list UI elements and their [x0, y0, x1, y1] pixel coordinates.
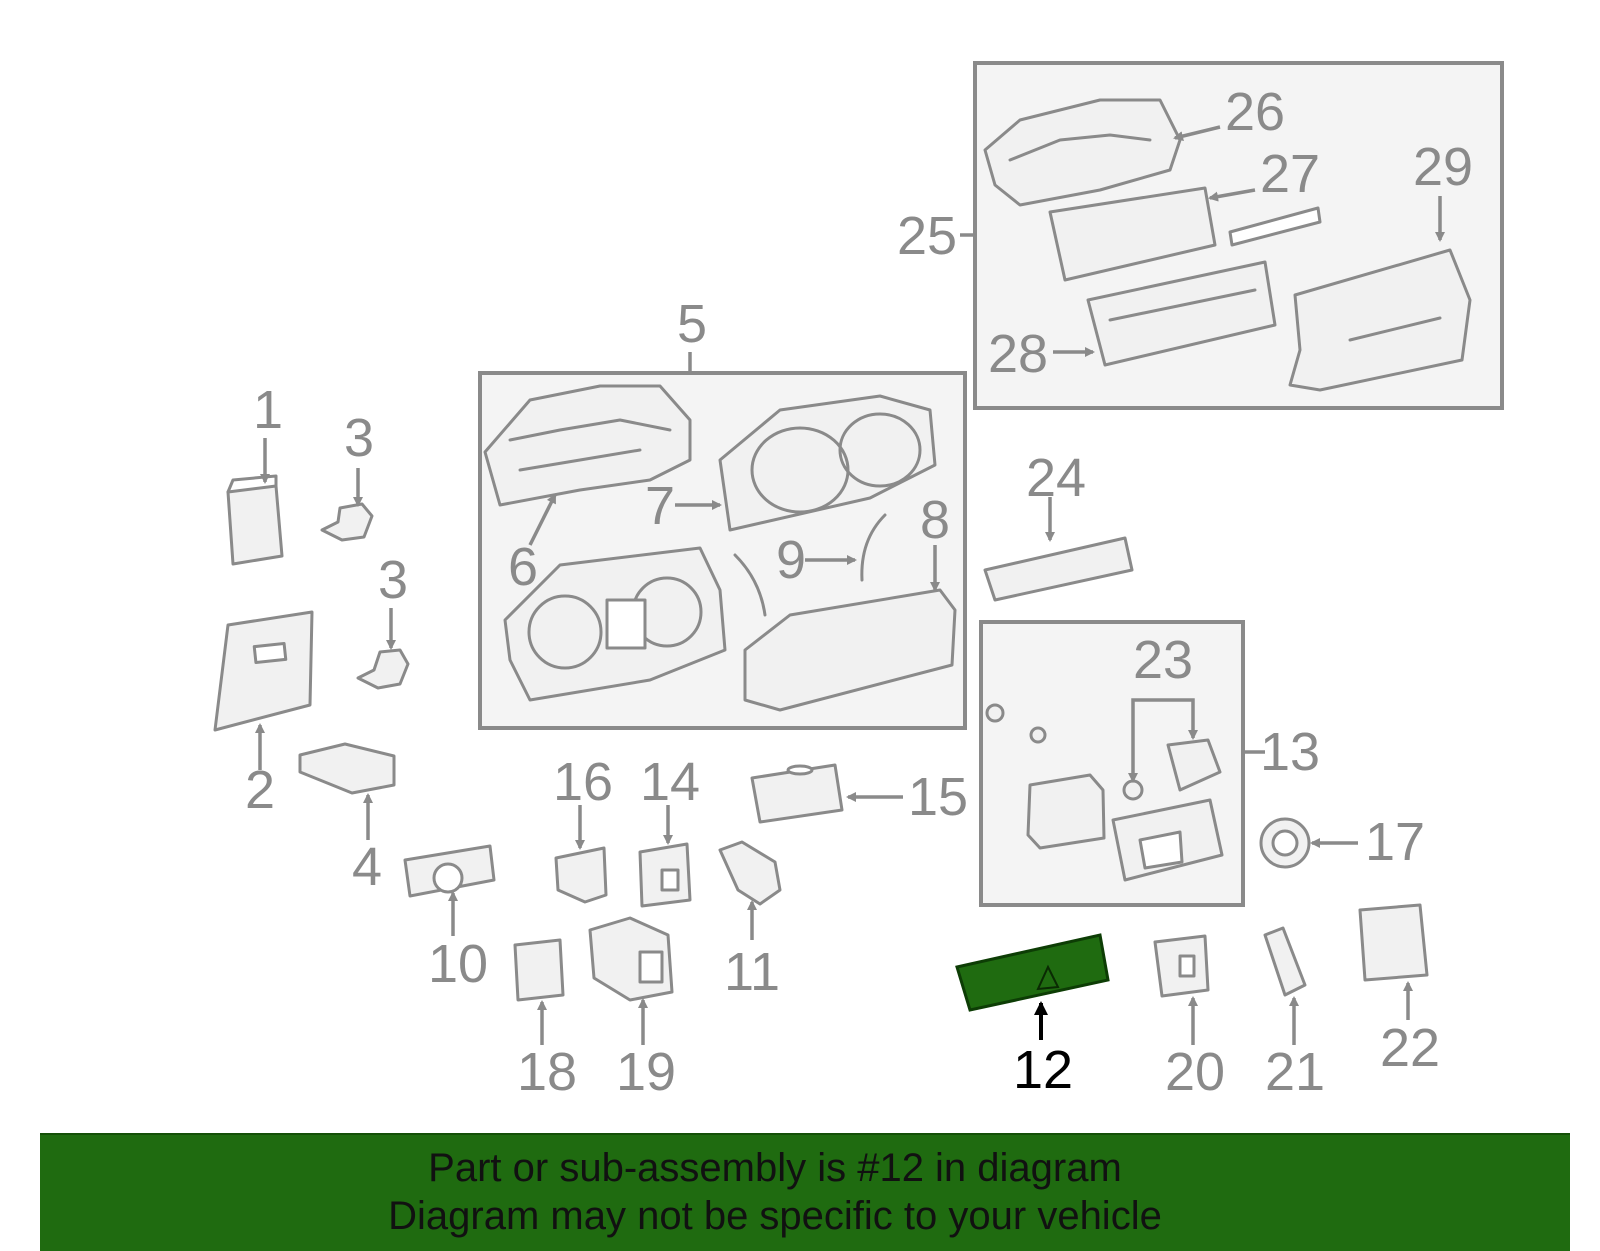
callout-3b: 3	[378, 550, 408, 610]
part-8	[743, 588, 957, 712]
part-10	[403, 844, 496, 898]
callout-23: 23	[1133, 630, 1193, 690]
info-banner: Part or sub-assembly is #12 in diagram D…	[40, 1133, 1570, 1251]
part-19	[588, 916, 674, 1002]
part-15	[750, 763, 844, 824]
part-6	[483, 384, 692, 507]
callout-labels: 1 3 3 2 4 5 6 7 8 9 10 11 12 13 14 15 16…	[245, 82, 1473, 1102]
part-1	[226, 474, 284, 566]
part-2	[213, 610, 314, 732]
part-24	[983, 536, 1134, 602]
part-16	[554, 846, 608, 904]
callout-16: 16	[553, 752, 613, 812]
callout-25: 25	[897, 206, 957, 266]
callout-14: 14	[640, 752, 700, 812]
callout-18: 18	[517, 1042, 577, 1102]
part-13-contents	[985, 703, 1224, 882]
part-29	[1288, 248, 1472, 392]
callout-3a: 3	[344, 408, 374, 468]
part-18	[513, 938, 565, 1002]
callout-2: 2	[245, 760, 275, 820]
callout-4: 4	[352, 837, 382, 897]
callout-15: 15	[908, 767, 968, 827]
part-3-upper	[320, 502, 374, 542]
callout-17: 17	[1365, 812, 1425, 872]
callout-12: 12	[1013, 1040, 1073, 1100]
part-20	[1153, 934, 1210, 998]
part-9	[733, 513, 887, 617]
part-11	[718, 840, 782, 906]
part-27	[1048, 186, 1322, 282]
callout-20: 20	[1165, 1042, 1225, 1102]
part-21	[1263, 926, 1307, 997]
callout-26: 26	[1225, 82, 1285, 142]
callout-6: 6	[508, 537, 538, 597]
callout-29: 29	[1413, 137, 1473, 197]
callout-8: 8	[920, 490, 950, 550]
callout-27: 27	[1260, 144, 1320, 204]
part-17	[1259, 817, 1311, 869]
callout-19: 19	[616, 1042, 676, 1102]
callout-22: 22	[1380, 1018, 1440, 1078]
callout-13: 13	[1260, 722, 1320, 782]
callout-7: 7	[645, 476, 675, 536]
banner-line-2: Diagram may not be specific to your vehi…	[388, 1194, 1162, 1238]
part-main-cluster	[503, 546, 727, 702]
callout-21: 21	[1265, 1042, 1325, 1102]
part-28	[1086, 260, 1277, 367]
part-14	[638, 842, 692, 908]
callout-28: 28	[988, 324, 1048, 384]
callout-10: 10	[428, 934, 488, 994]
callout-5: 5	[677, 294, 707, 354]
part-3-lower	[356, 648, 410, 690]
part-7	[718, 394, 937, 532]
callout-9: 9	[776, 530, 806, 590]
callout-11: 11	[724, 942, 780, 1002]
part-12-highlighted[interactable]	[955, 933, 1110, 1012]
part-4	[298, 742, 396, 795]
callout-1: 1	[253, 380, 283, 440]
part-22	[1358, 903, 1429, 982]
callout-24: 24	[1026, 448, 1086, 508]
part-26	[983, 98, 1182, 207]
callout-arrows	[255, 125, 1445, 1045]
banner-line-1: Part or sub-assembly is #12 in diagram	[428, 1146, 1122, 1190]
